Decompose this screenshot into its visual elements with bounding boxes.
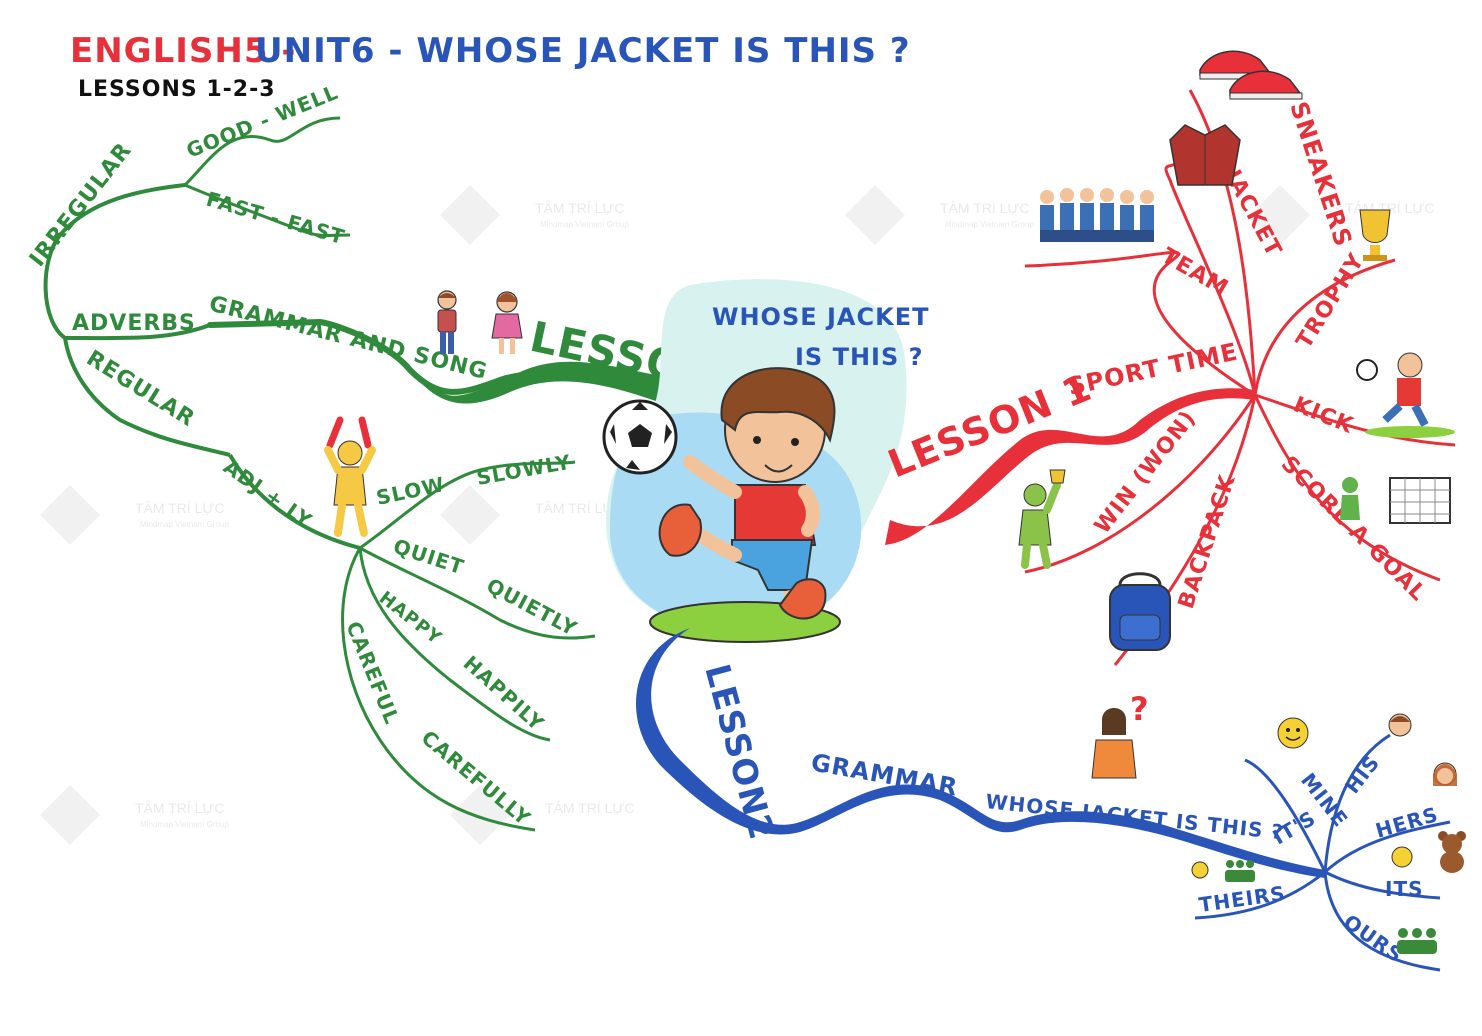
watermark-tagline: Mindmap Vietnam Group <box>140 820 229 829</box>
kids-icon <box>437 290 523 354</box>
title-subtitle: LESSONS 1-2-3 <box>78 77 276 102</box>
watermark-tagline: Mindmap Vietnam Group <box>140 520 229 529</box>
watermark-brand: TÂM TRÍ LỰC <box>940 200 1029 216</box>
watermark-tagline: Mindmap Vietnam Group <box>540 220 629 229</box>
thinking-woman-icon: ? <box>1091 690 1150 779</box>
lesson2-his: HIS <box>1340 751 1385 799</box>
sneakers-icon <box>1199 50 1303 100</box>
lesson3-happily: HAPPILY <box>459 651 549 736</box>
goal-icon <box>1340 477 1451 524</box>
lesson3-adverbs: ADVERBS <box>72 311 196 336</box>
lesson2-its: ITS <box>1385 877 1424 901</box>
lesson2-branch: LESSON2 GRAMMAR WHOSE JACKET IS THIS ? I… <box>636 628 1451 972</box>
backpack-icon <box>1109 572 1171 651</box>
winner-icon <box>1018 469 1066 569</box>
lesson3-quiet: QUIET <box>390 534 467 579</box>
center-question-line2: IS THIS ? <box>795 343 924 371</box>
watermark-brand: TÂM TRÍ LỰC <box>535 200 624 216</box>
lesson3-fast-fast: FAST - FAST <box>204 187 348 249</box>
lesson3-slowly: SLOWLY <box>475 450 573 490</box>
lesson2-ours: OURS <box>1339 909 1408 967</box>
title-block: ENGLISH5 - UNIT6 - WHOSE JACKET IS THIS … <box>70 31 911 102</box>
team-icon <box>1040 188 1154 242</box>
question-mark-icon: ? <box>1130 690 1150 728</box>
watermark-layer: TÂM TRÍ LỰC Mindmap Vietnam Group TÂM TR… <box>40 185 1434 845</box>
girl-face-icon <box>1433 762 1457 786</box>
lesson3-slow: SLOW <box>374 472 447 510</box>
boy-face-icon <box>1388 713 1412 737</box>
lesson3-quietly: QUIETLY <box>483 573 582 641</box>
center-question-line1: WHOSE JACKET <box>712 303 929 331</box>
boy-kicking-icon <box>658 367 836 620</box>
theirs-group-icon <box>1191 860 1255 882</box>
lesson2-question: WHOSE JACKET IS THIS ? <box>984 789 1285 844</box>
watermark-brand: TÂM TRÍ LỰC <box>545 800 634 816</box>
lesson3-adj-ly: ADJ + LY <box>219 454 317 532</box>
lesson3-regular: REGULAR <box>82 346 199 432</box>
jacket-icon <box>1169 124 1241 186</box>
teddy-bear-icon <box>1438 831 1466 873</box>
watermark-tagline: Mindmap Vietnam Group <box>945 220 1034 229</box>
watermark-brand: TÂM TRÍ LỰC <box>135 500 224 516</box>
lesson3-happy: HAPPY <box>375 587 446 649</box>
cheering-person-icon <box>324 416 376 537</box>
lesson1-kick: KICK <box>1290 392 1357 439</box>
smiley-icon <box>1277 717 1309 749</box>
lesson1-team: TEAM <box>1157 244 1233 302</box>
group-icon <box>1397 928 1437 954</box>
watermark-brand: TÂM TRÍ LỰC <box>135 800 224 816</box>
kick-icon <box>1356 352 1455 438</box>
lesson2-hers: HERS <box>1373 802 1441 843</box>
lesson2-label: LESSON2 <box>696 660 781 845</box>
small-smiley-icon <box>1391 846 1413 868</box>
lesson1-backpack: BACKPACK <box>1174 472 1241 612</box>
lesson1-score: SCORE A GOAL <box>1276 452 1431 607</box>
lesson1-trophy: TROPHY <box>1292 249 1370 353</box>
center-illustration: WHOSE JACKET IS THIS ? <box>602 279 929 643</box>
watermark-brand: TÂM TRÍ LỰC <box>535 500 624 516</box>
soccer-ball-icon <box>602 399 678 475</box>
lesson3-irregular: IRREGULAR <box>25 138 137 272</box>
trophy-icon <box>1359 209 1391 261</box>
title-part2: UNIT6 - WHOSE JACKET IS THIS ? <box>255 31 911 71</box>
title-part1: ENGLISH5 - <box>70 31 296 71</box>
